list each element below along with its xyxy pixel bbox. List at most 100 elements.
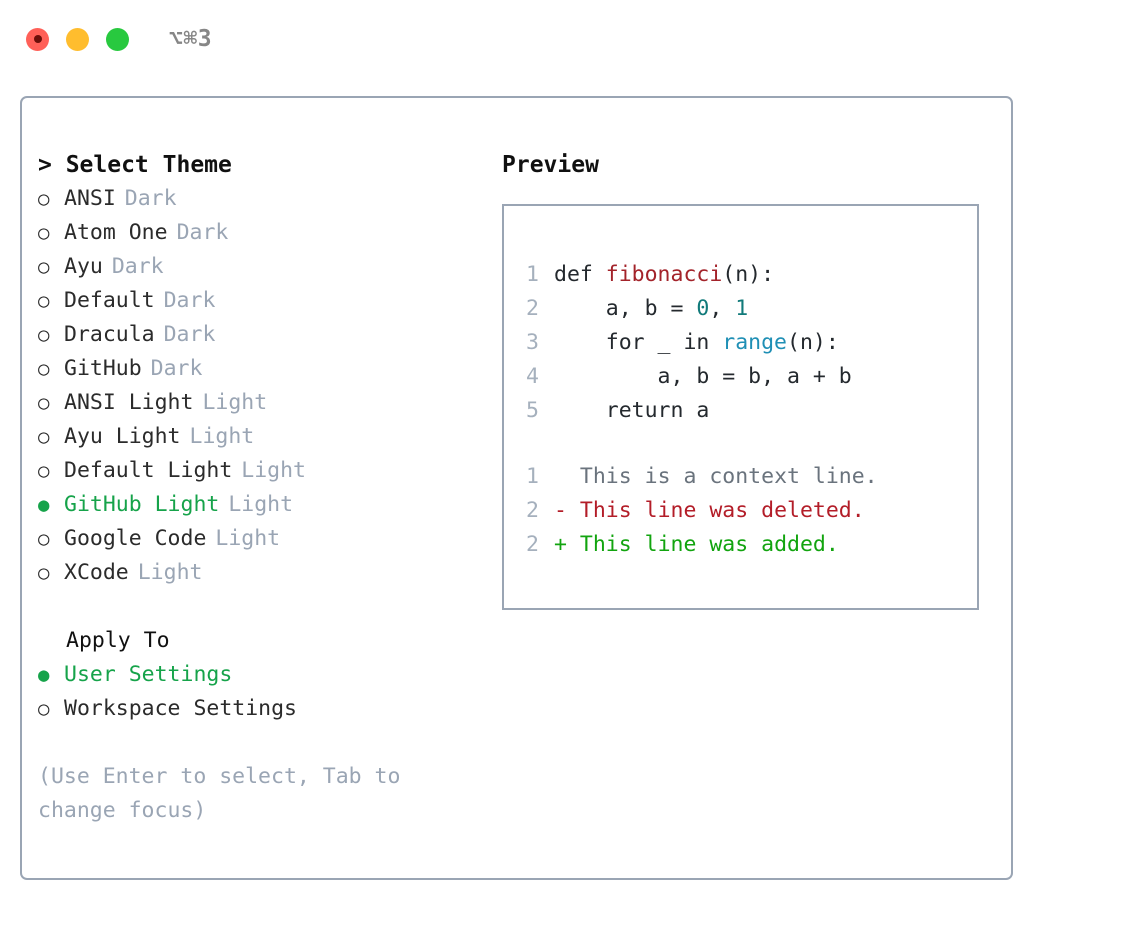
code-token-call: range [722,330,788,355]
diff-gap [567,460,580,494]
theme-name-label: XCode [64,560,129,585]
code-token-plain: return a [554,398,710,423]
code-line: 5 return a [526,394,977,428]
theme-list-item[interactable]: ○ ANSI Light Light [38,386,478,420]
zoom-button-icon[interactable] [106,27,129,51]
code-text: a, b = 0, 1 [554,292,748,326]
diff-sample: 1 This is a context line.2- This line wa… [526,460,977,562]
diff-text: This line was deleted. [579,498,865,523]
code-text: a, b = b, a + b [554,360,852,394]
apply-to-section: Apply To ● User Settings ○ Workspace Settin… [38,624,478,726]
theme-kind-badge: Dark [163,322,216,347]
line-number: 2 [526,296,539,321]
code-line: 4 a, b = b, a + b [526,360,977,394]
code-token-num: 0 [696,296,710,321]
theme-kind-badge: Light [215,526,281,551]
keyboard-shortcut-label: ⌥⌘3 [169,26,213,52]
line-number: 3 [526,330,539,355]
radio-selected-icon: ● [38,664,50,686]
theme-name-label: ANSI [64,186,116,211]
code-text: def fibonacci(n): [554,258,774,292]
radio-unselected-icon: ○ [38,562,50,584]
diff-gap [567,528,580,562]
preview-heading: Preview [502,152,599,178]
diff-gap [567,494,580,528]
theme-name-label: ANSI Light [64,390,194,415]
theme-list-item[interactable]: ○ Google Code Light [38,522,478,556]
theme-kind-badge: Light [241,458,307,483]
code-line: 3 for _ in range(n): [526,326,977,360]
diff-marker: - [554,498,567,523]
diff-text: This is a context line. [579,464,878,489]
radio-unselected-icon: ○ [38,290,50,312]
radio-unselected-icon: ○ [38,324,50,346]
theme-name-label: Dracula [64,322,155,347]
code-text: return a [554,394,710,428]
line-number: 2 [526,532,539,557]
radio-unselected-icon: ○ [38,528,50,550]
diff-line: 1 This is a context line. [526,460,977,494]
theme-name-label: Google Code [64,526,207,551]
theme-kind-badge: Dark [150,356,203,381]
window-controls [26,27,129,51]
theme-name-label: GitHub Light [64,492,220,517]
select-theme-heading: > Select Theme [38,152,232,178]
theme-kind-badge: Light [137,560,203,585]
theme-kind-badge: Dark [124,186,177,211]
title-bar: ⌥⌘3 [0,0,1140,78]
code-line: 2 a, b = 0, 1 [526,292,977,326]
theme-kind-badge: Light [189,424,255,449]
code-token-num: 1 [735,296,749,321]
minimize-button-icon[interactable] [66,27,89,51]
apply-to-option[interactable]: ○ Workspace Settings [38,692,478,726]
theme-kind-badge: Light [228,492,294,517]
line-number: 1 [526,464,539,489]
keyboard-hint-text: (Use Enter to select, Tab to change focu… [38,764,401,823]
diff-text: This line was added. [579,532,839,557]
radio-unselected-icon: ○ [38,392,50,414]
apply-to-label: User Settings [64,662,233,687]
theme-list-item[interactable]: ○ XCode Light [38,556,478,590]
theme-kind-badge: Dark [176,220,229,245]
line-number: 2 [526,498,539,523]
theme-list-item[interactable]: ○ ANSI Dark [38,182,478,216]
radio-unselected-icon: ○ [38,188,50,210]
apply-to-list[interactable]: ● User Settings ○ Workspace Settings [38,658,478,726]
code-token-plain: , [709,296,736,321]
theme-name-label: Default Light [64,458,233,483]
code-token-plain: a, b = b, a + b [554,364,852,389]
radio-unselected-icon: ○ [38,222,50,244]
apply-to-label: Workspace Settings [64,696,297,721]
radio-unselected-icon: ○ [38,426,50,448]
preview-spacer [526,428,977,460]
theme-name-label: GitHub [64,356,142,381]
close-button-icon[interactable] [26,27,49,51]
code-token-plain: for _ in [554,330,723,355]
line-number: 4 [526,364,539,389]
line-number: 1 [526,262,539,287]
apply-to-heading: Apply To [66,628,170,653]
theme-kind-badge: Dark [111,254,164,279]
apply-to-option[interactable]: ● User Settings [38,658,478,692]
code-text: for _ in range(n): [554,326,839,360]
code-token-plain: def [554,262,606,287]
theme-name-label: Ayu [64,254,103,279]
radio-unselected-icon: ○ [38,698,50,720]
code-token-plain: a, b = [554,296,697,321]
theme-list-item[interactable]: ○ Dracula Dark [38,318,478,352]
diff-line: 2- This line was deleted. [526,494,977,528]
code-token-plain: (n): [722,262,775,287]
theme-kind-badge: Light [202,390,268,415]
